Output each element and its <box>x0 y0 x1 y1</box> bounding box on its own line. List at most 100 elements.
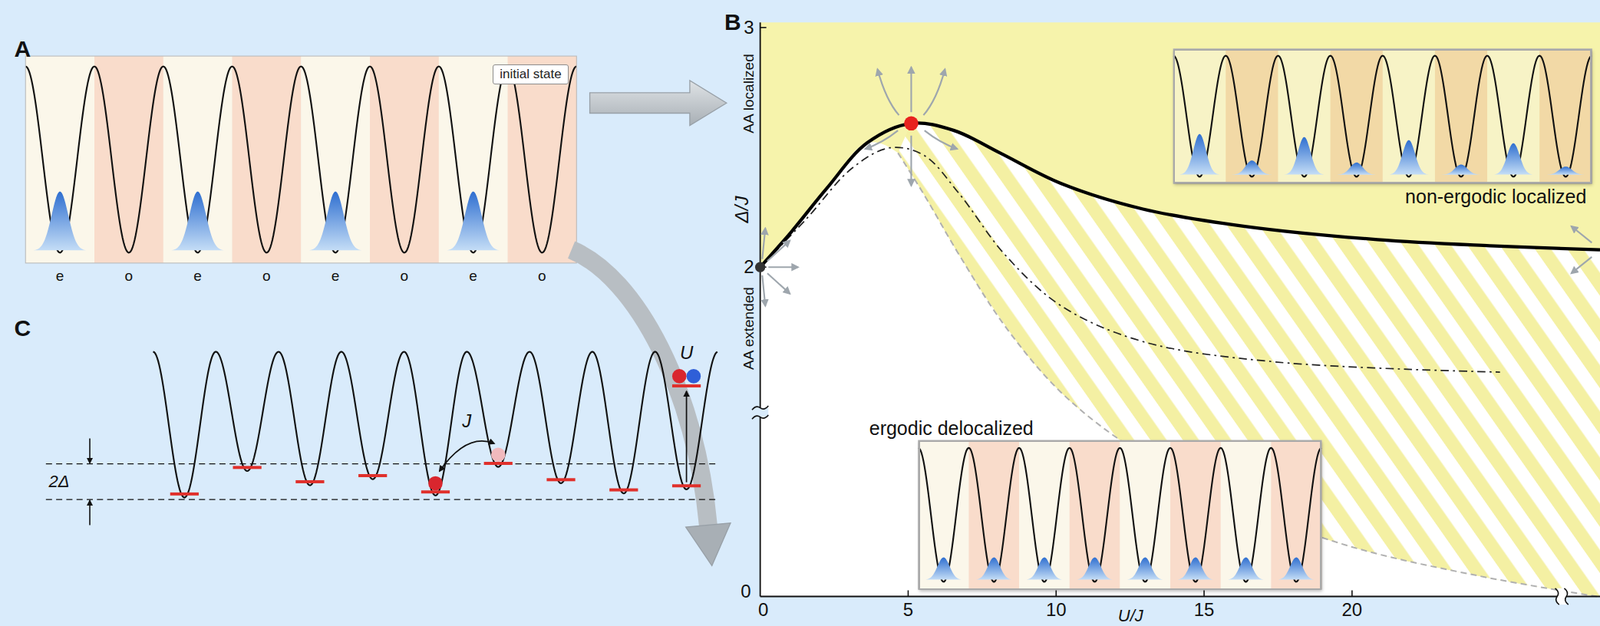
rg-flow-arrow <box>767 240 790 262</box>
sublattice-label: e <box>468 268 478 284</box>
sublattice-label: o <box>400 268 410 284</box>
insets <box>918 49 1593 590</box>
atom-wavepacket <box>1025 557 1064 581</box>
atom-wavepacket <box>1075 557 1114 581</box>
block-arrow <box>590 80 727 126</box>
lattice-site <box>1170 440 1221 590</box>
rg-flow-arrow <box>1571 226 1593 243</box>
lattice-site <box>1173 49 1227 184</box>
lattice-site <box>1019 440 1070 590</box>
atom-wavepacket <box>309 191 363 251</box>
atom-wavepacket <box>1179 134 1220 175</box>
tick-label: 10 <box>1045 600 1067 620</box>
lattice-site <box>1487 49 1541 184</box>
rg-flow-arrow <box>762 228 766 260</box>
atom-wavepacket <box>1226 557 1265 581</box>
tick-label: 3 <box>743 18 754 37</box>
rg-flow-arrow <box>877 69 900 116</box>
rg-flow-arrow <box>1571 257 1593 274</box>
tick-label: 2 <box>743 257 754 277</box>
atom-wavepacket <box>1493 143 1534 175</box>
site-energy-bar <box>672 484 701 488</box>
atom-wavepacket <box>1545 166 1586 175</box>
tag-text: initial state <box>499 67 561 83</box>
lattice-site <box>25 56 95 264</box>
axis-title: Δ/J <box>732 195 752 223</box>
x-tick <box>1203 590 1205 597</box>
atom-wavepacket <box>1276 557 1316 581</box>
atom-faded <box>491 447 506 462</box>
axis-break-gap <box>752 408 769 418</box>
axis-annotation: AA extended <box>740 287 756 370</box>
intermediate-region <box>897 123 1600 598</box>
rg-flow-arrow <box>910 135 912 186</box>
y-tick <box>760 26 767 29</box>
lattice-site <box>1277 49 1331 184</box>
panel-letter: B <box>724 10 742 34</box>
atom-wavepacket <box>1441 164 1482 175</box>
x-axis <box>760 596 1600 598</box>
tick-label: 15 <box>1194 600 1215 620</box>
site-energy-bar <box>358 474 387 478</box>
atom-wavepacket <box>446 191 500 251</box>
fixed-point <box>755 262 766 273</box>
axis-annotation: AA localized <box>740 54 756 135</box>
lattice-site <box>1069 440 1121 590</box>
rg-flow-arrow <box>767 273 790 294</box>
energy-level-line <box>46 499 720 501</box>
site-energy-bar <box>233 465 262 469</box>
region-name: non-ergodic localized <box>1402 186 1589 208</box>
lattice-site <box>163 56 233 264</box>
energy-level-line <box>46 463 720 465</box>
y-axis <box>759 22 762 597</box>
lattice-site <box>1539 49 1593 184</box>
axis-break-mark <box>1563 588 1568 605</box>
rg-flow-arrow <box>768 266 799 268</box>
site-energy-bar <box>546 478 575 482</box>
inset-panel: ergodic delocalized <box>918 440 1322 590</box>
sublattice-label: o <box>262 268 271 284</box>
panel-a <box>25 56 577 264</box>
lattice-site <box>508 56 578 264</box>
panel-letter: A <box>13 37 31 61</box>
sublattice-label: e <box>331 268 340 284</box>
lattice-site <box>918 440 970 590</box>
rg-flow-arrow <box>762 275 766 307</box>
curved-block-arrow <box>571 250 709 526</box>
sublattice-label: e <box>193 268 202 284</box>
site-energy-bar <box>421 490 450 494</box>
site-energy-bar <box>295 480 324 484</box>
atom-wavepacket <box>923 557 963 581</box>
lattice-potential <box>25 66 577 254</box>
lattice-site <box>300 56 370 264</box>
axis-break-gap <box>1557 588 1567 605</box>
atom-wavepacket <box>1176 557 1215 581</box>
sublattice-label: o <box>125 268 134 284</box>
lattice-frame <box>1173 49 1592 184</box>
crossover-line <box>897 152 1597 597</box>
atom-other-spin <box>686 369 702 384</box>
interaction-arrow <box>686 391 688 482</box>
site-energy-bar <box>170 492 199 496</box>
rg-flow-arrow <box>910 67 912 113</box>
lattice-site <box>232 56 302 264</box>
axis-break-mark <box>1554 588 1559 605</box>
sublattice-label: e <box>56 268 65 284</box>
sublattice-label: o <box>537 268 547 284</box>
lattice-site <box>968 440 1020 590</box>
localized-region <box>760 22 1600 597</box>
lattice-site <box>1225 49 1279 184</box>
interaction-level-bar <box>672 384 701 388</box>
atom-wavepacket <box>974 557 1013 581</box>
atom <box>672 369 687 384</box>
curved-arrow-head <box>686 523 731 567</box>
phase-diagram <box>752 22 1600 605</box>
axis-break-mark <box>752 415 769 419</box>
atom-wavepacket <box>33 191 87 251</box>
state-tag: initial state <box>492 64 568 86</box>
tunneling-arrow <box>439 441 495 472</box>
energy-label: 2Δ <box>49 473 70 491</box>
disordered-potential <box>152 352 717 499</box>
